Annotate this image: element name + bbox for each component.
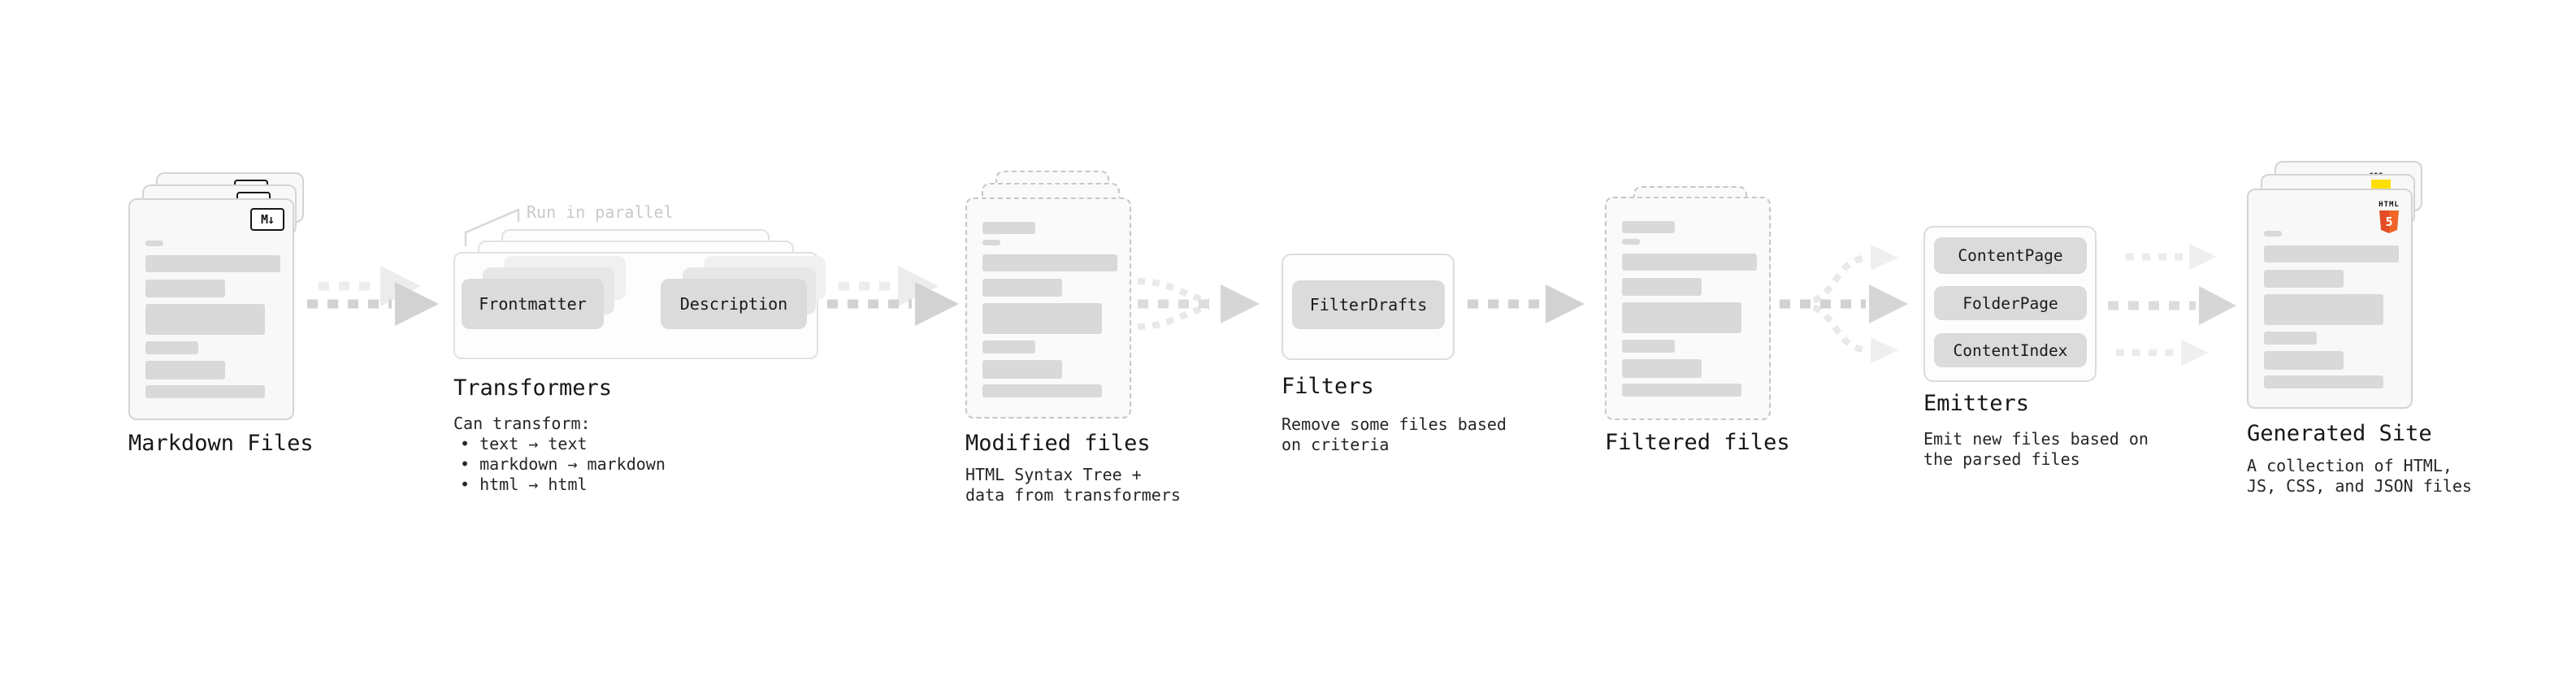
html5-icon: HTML 5	[2377, 194, 2401, 234]
arrow-filters-to-filtered	[1468, 284, 1585, 323]
description-node: Description	[661, 279, 807, 329]
generated-file-card-front: HTML 5	[2247, 189, 2413, 409]
emitters-title: Emitters	[1923, 391, 2030, 416]
transformers-bullet: • html → html	[460, 475, 588, 494]
frontmatter-node: Frontmatter	[462, 279, 604, 329]
emitters-description: Emit new files based on the parsed files	[1923, 429, 2149, 469]
html5-icon-text: HTML	[2379, 201, 2400, 209]
arrow-modified-to-filters	[1137, 278, 1260, 330]
markdown-file-card-front: M↓	[128, 198, 294, 420]
transformers-bullet: • text → text	[460, 434, 588, 453]
arrow-filtered-to-emitters	[1780, 245, 1908, 363]
html5-shield: 5	[2379, 210, 2399, 233]
modified-file-card-front	[965, 197, 1131, 419]
markdown-icon: M↓	[250, 208, 284, 231]
arrow-emitters-to-generated	[2108, 244, 2236, 366]
contentindex-node: ContentIndex	[1934, 333, 2087, 367]
run-in-parallel-label: Run in parallel	[527, 202, 674, 222]
arrow-transformers-to-modified	[827, 266, 959, 326]
arrow-markdown-to-transformers	[307, 266, 439, 326]
html5-shield-number: 5	[2385, 215, 2392, 229]
contentpage-node: ContentPage	[1934, 237, 2087, 274]
folderpage-node: FolderPage	[1934, 286, 2087, 320]
filters-title: Filters	[1281, 374, 1374, 399]
transformers-title: Transformers	[453, 375, 613, 401]
generated-site-description: A collection of HTML, JS, CSS, and JSON …	[2247, 456, 2472, 496]
filters-description: Remove some files based on criteria	[1281, 414, 1507, 454]
modified-files-description: HTML Syntax Tree + data from transformer…	[965, 465, 1181, 505]
modified-files-label: Modified files	[965, 431, 1151, 456]
filterdrafts-node: FilterDrafts	[1292, 280, 1445, 329]
js-icon	[2371, 180, 2391, 189]
transformers-bullet: • markdown → markdown	[460, 454, 666, 474]
filtered-files-label: Filtered files	[1605, 430, 1790, 455]
transformers-desc-heading: Can transform:	[453, 414, 591, 433]
generated-site-label: Generated Site	[2247, 421, 2432, 446]
filtered-file-card-front	[1605, 197, 1771, 420]
markdown-files-label: Markdown Files	[128, 431, 314, 456]
